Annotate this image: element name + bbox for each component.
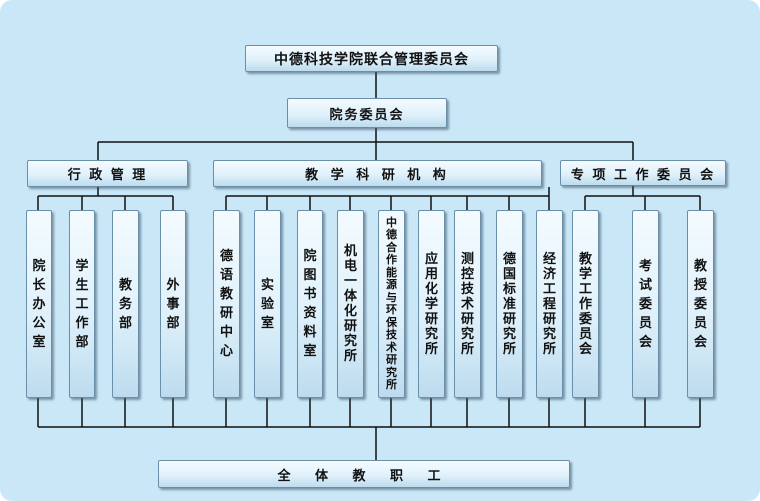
vertical-label: 教授委员会: [693, 258, 707, 350]
vertical-label: 考试委员会: [638, 258, 652, 350]
unit-german-standards-institute: 德国标准研究所: [496, 210, 523, 398]
unit-german-center: 德语教研中心: [213, 210, 240, 398]
unit-teaching-committee: 教学工作委员会: [572, 210, 599, 398]
vertical-label: 外事部: [166, 277, 180, 331]
unit-academic-affairs: 教务部: [112, 210, 139, 398]
vertical-label: 学生工作部: [75, 258, 89, 350]
category-special-committees: 专 项 工 作 委 员 会: [560, 160, 726, 186]
vertical-label: 中德合作能源与环保技术研究所: [386, 215, 397, 391]
category-admin: 行 政 管 理: [27, 160, 188, 187]
council-box: 院务委员会: [287, 98, 447, 128]
vertical-label: 德语教研中心: [219, 249, 233, 359]
vertical-label: 教学工作委员会: [578, 251, 592, 357]
vertical-label: 经济工程研究所: [542, 251, 556, 357]
vertical-label: 应用化学研究所: [424, 251, 438, 357]
unit-student-affairs: 学生工作部: [69, 210, 95, 398]
joint-management-committee-box: 中德科技学院联合管理委员会: [245, 45, 498, 72]
vertical-label: 测控技术研究所: [460, 251, 474, 357]
vertical-label: 院长办公室: [32, 258, 46, 350]
vertical-label: 实验室: [260, 277, 274, 331]
unit-library: 院图书资料室: [297, 210, 323, 398]
vertical-label: 德国标准研究所: [502, 251, 516, 357]
unit-energy-environment-institute: 中德合作能源与环保技术研究所: [378, 210, 405, 398]
category-teaching-research: 教 学 科 研 机 构: [213, 160, 542, 187]
unit-foreign-affairs: 外事部: [160, 210, 186, 398]
vertical-label: 教务部: [118, 277, 132, 331]
unit-exam-committee: 考试委员会: [632, 210, 659, 398]
vertical-label: 院图书资料室: [303, 249, 317, 359]
unit-applied-chemistry-institute: 应用化学研究所: [418, 210, 445, 398]
vertical-label: 机电一体化研究所: [343, 244, 357, 364]
all-staff-box: 全 体 教 职 工: [158, 460, 570, 488]
unit-economic-engineering-institute: 经济工程研究所: [536, 210, 563, 398]
unit-mechatronics-institute: 机电一体化研究所: [337, 210, 364, 398]
unit-president-office: 院长办公室: [26, 210, 52, 398]
unit-professor-committee: 教授委员会: [687, 210, 714, 398]
unit-laboratory: 实验室: [254, 210, 281, 398]
unit-measurement-control-institute: 测控技术研究所: [454, 210, 481, 398]
